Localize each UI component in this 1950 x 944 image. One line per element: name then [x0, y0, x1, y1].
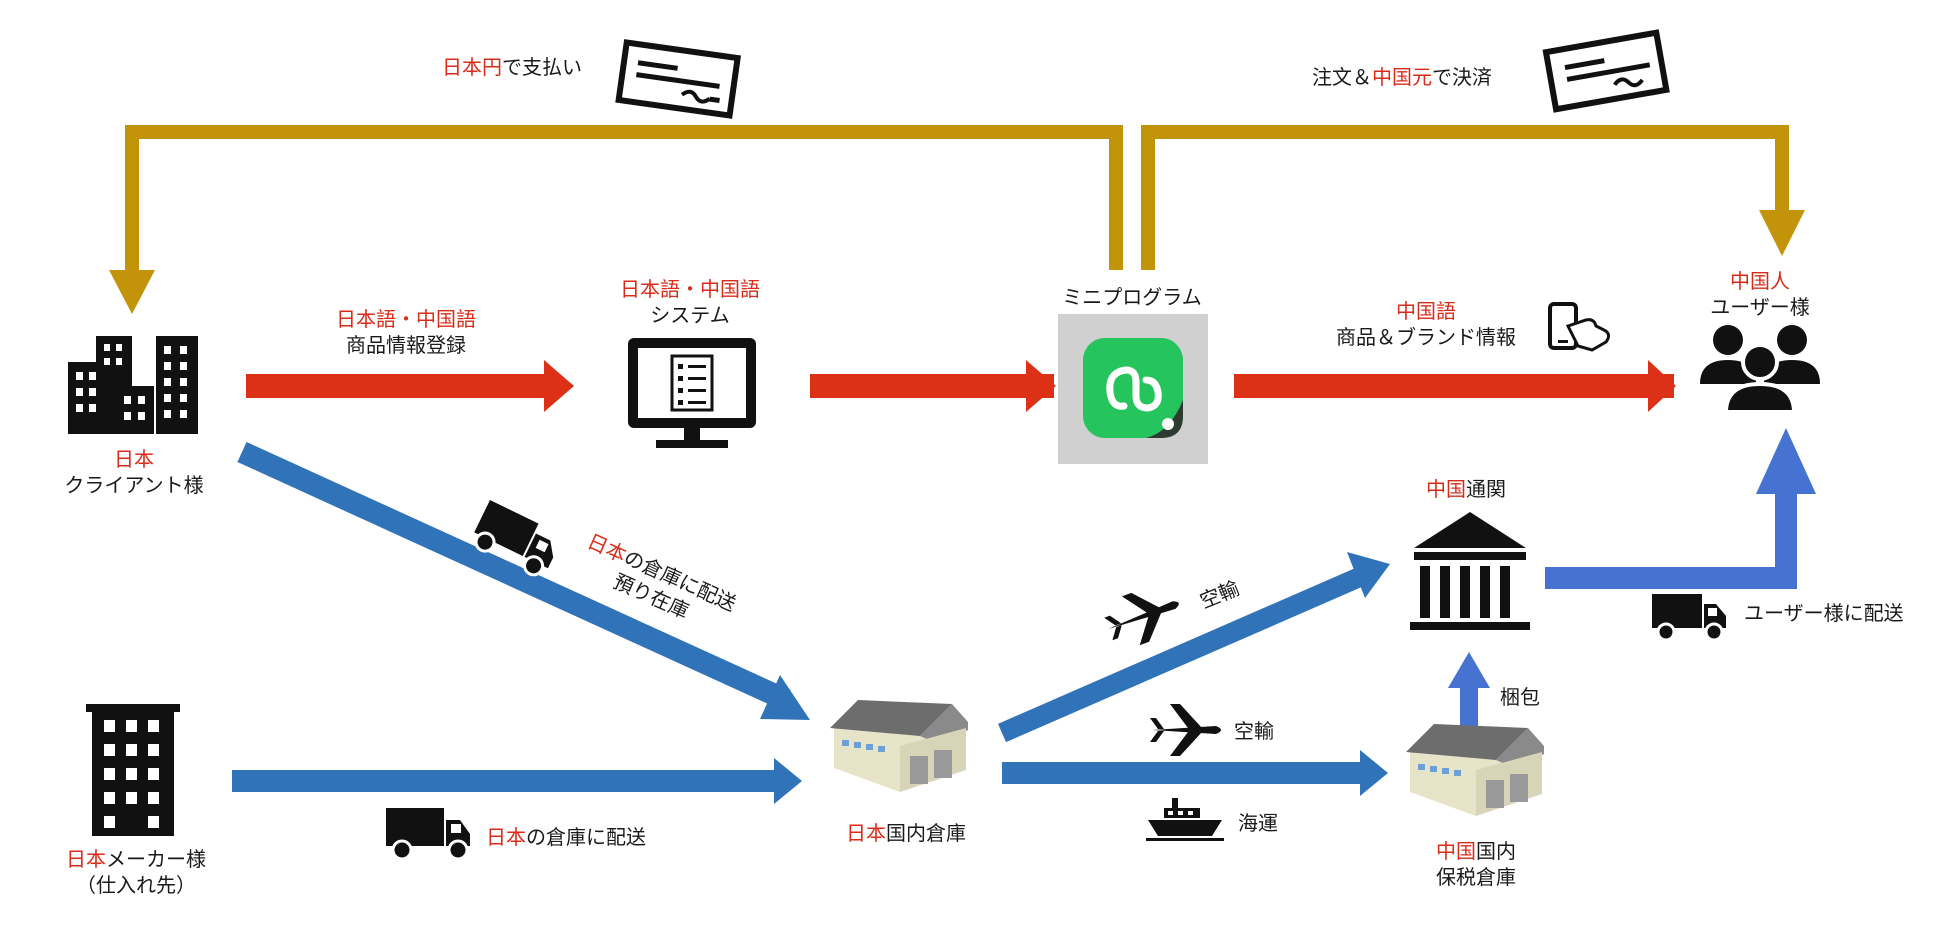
- customs-name: 通関: [1466, 477, 1506, 501]
- warehouse-icon: [1406, 724, 1544, 816]
- bonded-country: 中国: [1436, 839, 1476, 863]
- mini-program-app-icon: [1058, 314, 1208, 464]
- system-label: 日本語・中国語 システム: [620, 276, 760, 328]
- deliver-user-label: ユーザー様に配送: [1744, 601, 1904, 625]
- pay-jpy-currency: 日本円: [442, 55, 502, 79]
- office-tower-icon: [86, 704, 180, 836]
- order-currency: 中国元: [1372, 65, 1432, 89]
- info-arrow-client-to-system: [246, 360, 574, 412]
- packing-label: 梱包: [1500, 685, 1540, 709]
- logistics-arrow-bonded-to-customs: [1448, 652, 1490, 732]
- ship-icon: [1146, 798, 1224, 841]
- bonded-name: 保税倉庫: [1436, 865, 1516, 889]
- client-name: クライアント様: [64, 473, 204, 497]
- users-label: 中国人 ユーザー様: [1710, 268, 1810, 320]
- deliver-maker-country: 日本: [486, 825, 526, 849]
- smartphone-touch-icon: [1548, 302, 1611, 352]
- sea-label: 海運: [1238, 811, 1278, 835]
- cheque-icon: [1542, 29, 1670, 113]
- info-cn-label: 中国語 商品＆ブランド情報: [1336, 298, 1516, 350]
- office-buildings-icon: [68, 336, 198, 434]
- truck-icon: [386, 808, 470, 861]
- client-label: 日本 クライアント様: [64, 446, 203, 498]
- airplane-icon: [1104, 592, 1179, 646]
- deliver-maker-label: 日本の倉庫に配送: [486, 824, 646, 850]
- logistics-arrow-client-to-warehouse: [237, 441, 810, 720]
- customs-label: 中国通関: [1426, 476, 1506, 502]
- deliver-maker-text: の倉庫に配送: [526, 825, 646, 849]
- truck-icon: [474, 500, 554, 577]
- airplane-icon: [1150, 704, 1221, 756]
- maker-name: メーカー様: [106, 847, 206, 871]
- customs-country: 中国: [1426, 477, 1466, 501]
- info-arrow-system-to-miniprogram: [810, 360, 1056, 412]
- system-title: システム: [650, 303, 730, 327]
- warehouse-icon: [830, 700, 968, 792]
- register-label: 日本語・中国語 商品情報登録: [336, 306, 476, 358]
- maker-label: 日本メーカー様 （仕入れ先）: [66, 846, 206, 898]
- bonded-domestic: 国内: [1476, 839, 1516, 863]
- cheque-icon: [615, 39, 742, 119]
- payment-flow-right: [1141, 125, 1805, 270]
- users-nationality: 中国人: [1729, 269, 1790, 293]
- jp-warehouse-label: 日本国内倉庫: [846, 820, 966, 846]
- monitor-document-icon: [628, 338, 756, 448]
- pay-jpy-text: で支払い: [502, 55, 582, 79]
- client-country: 日本: [113, 447, 154, 471]
- pay-jpy-label: 日本円で支払い: [442, 54, 582, 80]
- info-arrow-miniprogram-to-users: [1234, 360, 1676, 412]
- logistics-arrow-warehouse-to-bonded: [1002, 750, 1388, 796]
- jp-warehouse-name: 国内倉庫: [886, 821, 966, 845]
- logistics-arrow-warehouse-to-customs: [998, 552, 1390, 743]
- jp-warehouse-country: 日本: [846, 821, 886, 845]
- bonded-warehouse-label: 中国国内 保税倉庫: [1436, 838, 1516, 890]
- info-cn-text: 商品＆ブランド情報: [1336, 325, 1516, 349]
- maker-supplier: （仕入れ先）: [76, 873, 196, 897]
- logistics-arrow-customs-to-users: [1545, 428, 1816, 589]
- order-text: 注文＆: [1312, 65, 1372, 89]
- truck-icon: [1652, 594, 1726, 642]
- logistics-arrow-maker-to-warehouse: [232, 758, 802, 804]
- register-text: 商品情報登録: [346, 333, 466, 357]
- info-cn-language: 中国語: [1396, 299, 1456, 323]
- order-cny-label: 注文＆中国元で決済: [1312, 64, 1492, 90]
- payment-flow-left: [109, 125, 1123, 314]
- maker-country: 日本: [66, 847, 106, 871]
- government-building-icon: [1410, 512, 1530, 630]
- system-languages: 日本語・中国語: [620, 277, 760, 301]
- register-languages: 日本語・中国語: [336, 307, 476, 331]
- miniprogram-title: ミニプログラム: [1062, 285, 1202, 309]
- users-name: ユーザー様: [1710, 295, 1810, 319]
- order-settle-text: で決済: [1432, 65, 1492, 89]
- user-group-icon: [1700, 325, 1820, 414]
- air-label-2: 空輸: [1234, 719, 1274, 743]
